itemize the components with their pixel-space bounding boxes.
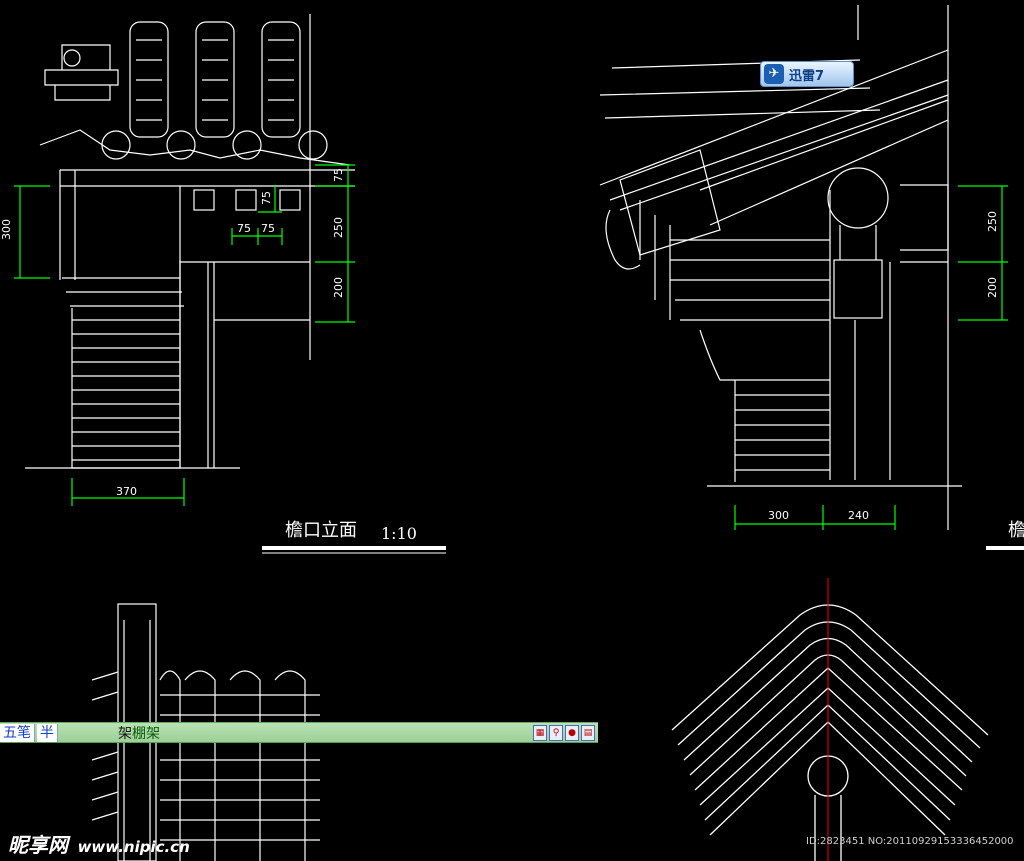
dimension-labels-left: 300 75 250 200 75 75 75 370 [0, 168, 345, 498]
watermark-url: www.nipic.cn [77, 838, 190, 856]
dim-75-b: 75 [260, 191, 273, 205]
dim-250-a: 250 [332, 217, 345, 238]
thunder-label: 迅雷7 [789, 68, 825, 84]
watermark-logo: 昵享网 [8, 833, 68, 857]
dimension-labels-right: 250 200 300 240 [768, 211, 999, 522]
title-block-right: 檐 [986, 520, 1024, 550]
ime-candidate[interactable]: 棚架 [132, 725, 160, 742]
dim-75-a: 75 [332, 168, 345, 182]
ime-skin-icon[interactable]: ● [565, 724, 579, 741]
ime-search-icon[interactable]: ⚲ [549, 724, 563, 741]
dim-250-b: 250 [986, 211, 999, 232]
dim-240: 240 [848, 509, 869, 522]
cut-title: 檐 [1008, 520, 1024, 541]
dim-200-a: 200 [332, 277, 345, 298]
eave-elevation-drawing [25, 14, 355, 469]
watermark-id: ID:2823451 NO:20110929153336452000 [806, 836, 1014, 847]
ime-softkeyboard-icon[interactable]: ▦ [533, 724, 547, 741]
eave-section-drawing [599, 5, 962, 530]
scale-label: 1:10 [381, 524, 417, 543]
watermark: 昵享网 www.nipic.cn [8, 829, 190, 858]
dim-300-bottom: 300 [768, 509, 789, 522]
ime-toolbar: ▦ ⚲ ● ▤ [533, 724, 598, 741]
thunder-bird-icon: ✈ [764, 64, 784, 84]
thunder-floating-badge[interactable]: ✈ 迅雷7 [760, 61, 854, 87]
ime-half-width-toggle[interactable]: 半 [37, 723, 58, 742]
dimension-lines-left [14, 164, 355, 506]
ime-composition-text: 架 [118, 725, 132, 742]
dim-200-b: 200 [986, 277, 999, 298]
ime-mode-button[interactable]: 五笔 [0, 723, 35, 742]
dim-300-left: 300 [0, 219, 13, 240]
dim-75-c: 75 [237, 222, 251, 235]
ridge-section-drawing [671, 604, 989, 861]
ime-input-bar[interactable]: 五笔 半 架 棚架 ▦ ⚲ ● ▤ [0, 722, 598, 743]
eave-elevation-title: 檐口立面 [285, 520, 357, 541]
title-block-left: 檐口立面 1:10 [262, 520, 446, 554]
dim-75-d: 75 [261, 222, 275, 235]
ime-menu-icon[interactable]: ▤ [581, 724, 595, 741]
dimension-lines-right [734, 185, 1008, 530]
dim-370: 370 [116, 485, 137, 498]
